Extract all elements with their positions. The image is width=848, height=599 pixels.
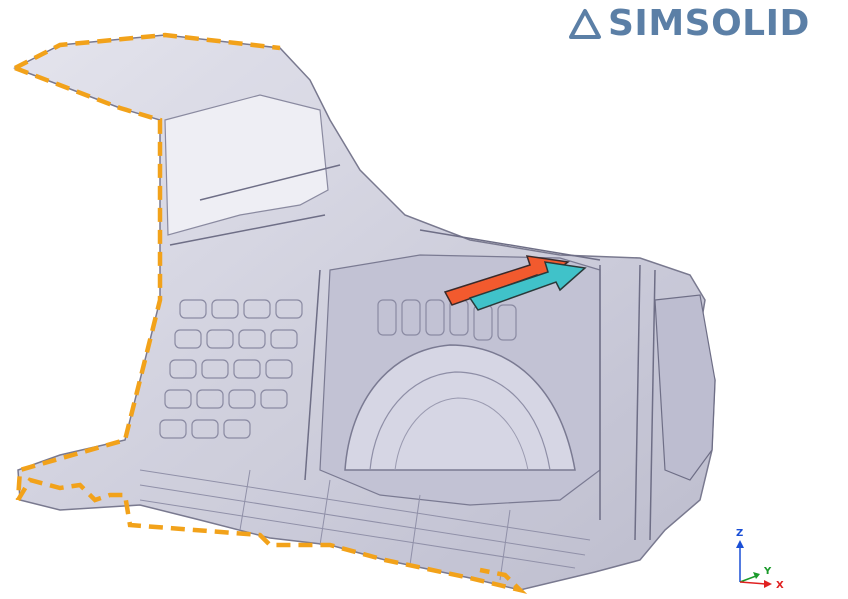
tail-light-housing [654, 294, 716, 481]
x-axis-label: X [776, 580, 784, 591]
z-axis: Z [736, 528, 744, 582]
z-axis-label: Z [736, 528, 743, 539]
load-arrows[interactable] [443, 255, 587, 311]
logo-triangle-icon [569, 9, 601, 39]
bulkhead-panel [159, 299, 303, 439]
fixed-boundary-outline[interactable] [13, 32, 528, 595]
bed-floor [139, 469, 591, 581]
x-axis: X [739, 580, 784, 591]
truck-bed-model[interactable] [13, 34, 716, 591]
logo-text: SIMSOLID [608, 3, 810, 44]
cyan-arrow [468, 261, 587, 311]
y-axis: Y [739, 566, 772, 583]
window-panel [164, 94, 329, 236]
y-axis-label: Y [763, 566, 772, 577]
axis-triad: Z Y X [736, 528, 784, 591]
simsolid-logo: SIMSOLID [568, 2, 810, 46]
